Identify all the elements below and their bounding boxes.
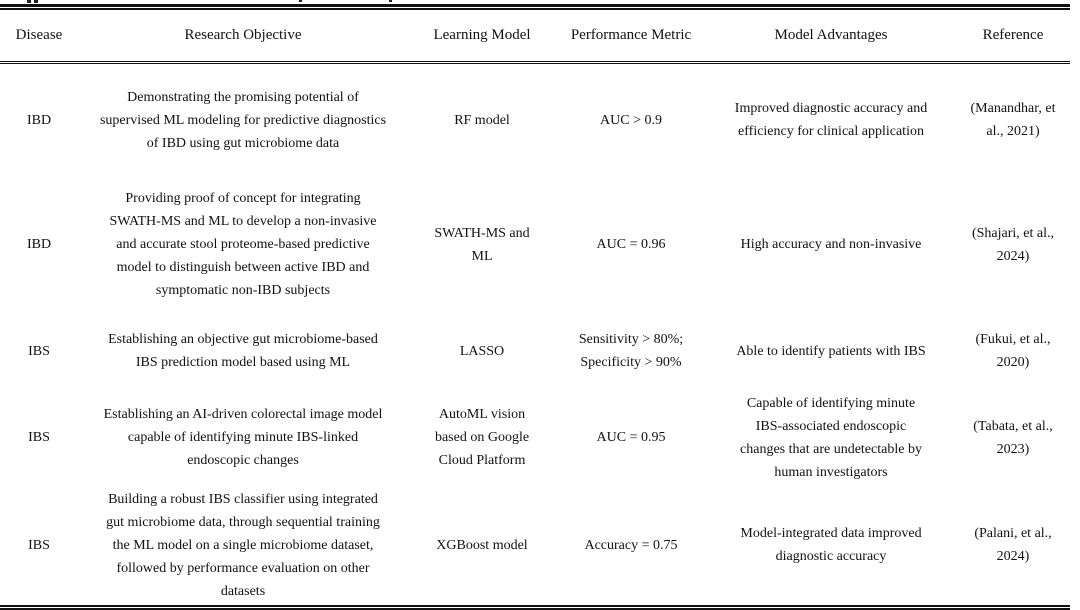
cell-metric: AUC = 0.95	[596, 430, 666, 445]
table-row: IBD Providing proof of concept for integ…	[0, 177, 1070, 313]
cell-disease: IBS	[28, 430, 50, 445]
clipped-caption	[0, 0, 1080, 4]
cell-model: AutoML vision based on Google Cloud Plat…	[434, 407, 530, 468]
literature-review-table: Disease Research Objective Learning Mode…	[0, 10, 1070, 605]
cell-objective: Building a robust IBS classifier using i…	[106, 491, 380, 599]
clipped-text-fragment	[389, 0, 392, 2]
cell-metric: Accuracy = 0.75	[584, 537, 678, 553]
column-header-reference: Reference	[956, 10, 1070, 64]
clipped-text-fragment	[34, 0, 38, 3]
cell-objective: Establishing an objective gut microbiome…	[108, 332, 378, 370]
cell-advantages: Improved diagnostic accuracy and efficie…	[734, 101, 928, 140]
cell-disease: IBD	[26, 237, 52, 252]
column-header-learning-model: Learning Model	[408, 10, 556, 64]
cell-objective: Demonstrating the promising potential of…	[99, 89, 387, 151]
cell-reference: (Shajari, et al., 2024)	[971, 225, 1055, 264]
cell-model: LASSO	[459, 343, 505, 359]
cell-metric: Sensitivity > 80%; Specificity > 90%	[578, 332, 684, 370]
cell-advantages: High accuracy and non-invasive	[740, 237, 922, 252]
cell-advantages: Capable of identifying minute IBS-associ…	[740, 395, 922, 480]
table-row: IBS Establishing an AI-driven colorectal…	[0, 390, 1070, 486]
column-header-disease: Disease	[0, 10, 78, 64]
cell-disease: IBS	[28, 537, 50, 553]
cell-metric: AUC > 0.9	[600, 112, 662, 128]
column-header-performance-metric: Performance Metric	[556, 10, 706, 64]
clipped-text-fragment	[27, 0, 31, 3]
cell-objective: Establishing an AI-driven colorectal ima…	[103, 407, 383, 468]
table-header-row: Disease Research Objective Learning Mode…	[0, 10, 1070, 64]
cell-objective: Providing proof of concept for integrati…	[109, 191, 377, 298]
cell-reference: (Manandhar, et al., 2021)	[970, 101, 1056, 140]
cell-reference: (Tabata, et al., 2023)	[973, 418, 1053, 457]
clipped-text-fragment	[299, 0, 302, 2]
cell-advantages: Able to identify patients with IBS	[736, 343, 926, 359]
table-top-rule	[0, 4, 1070, 10]
table-row: IBS Establishing an objective gut microb…	[0, 313, 1070, 390]
table-row: IBS Building a robust IBS classifier usi…	[0, 486, 1070, 605]
cell-disease: IBD	[26, 112, 52, 128]
cell-reference: (Palani, et al., 2024)	[974, 526, 1052, 564]
table-row: IBD Demonstrating the promising potentia…	[0, 63, 1070, 177]
cell-model: RF model	[454, 112, 510, 128]
cell-reference: (Fukui, et al., 2020)	[975, 332, 1051, 370]
cell-disease: IBS	[28, 343, 50, 359]
cell-model: SWATH-MS and ML	[434, 225, 530, 264]
column-header-research-objective: Research Objective	[78, 10, 408, 64]
cell-model: XGBoost model	[436, 537, 528, 553]
column-header-model-advantages: Model Advantages	[706, 10, 956, 64]
cell-metric: AUC = 0.96	[596, 237, 666, 252]
table-bottom-rule	[0, 604, 1070, 610]
cell-advantages: Model-integrated data improved diagnosti…	[740, 526, 922, 564]
